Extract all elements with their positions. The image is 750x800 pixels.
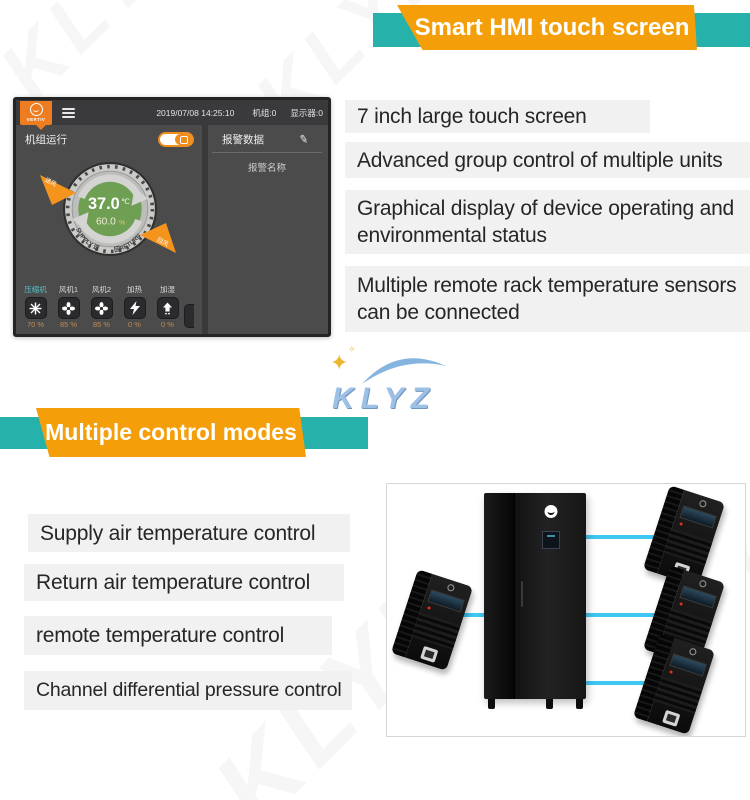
device-fan1[interactable]: 风机1 85 %	[57, 285, 80, 329]
unit-run-title: 机组运行	[25, 134, 67, 146]
gauge-humidity-value: 60.0	[96, 216, 116, 227]
alarm-panel-title: 报警数据	[222, 134, 264, 146]
gauge-temperature-value: 37.0	[88, 195, 120, 213]
hmi-unit-counter: 机组:0	[252, 107, 277, 118]
brand-logo: ✦ ✧ KLYZ	[322, 342, 482, 422]
temperature-humidity-gauge: SUPPLY 送 回RETURN 37.0 ℃ 60.0 %	[63, 162, 157, 256]
feature-graphical-display: Graphical display of device operating an…	[345, 190, 750, 254]
rack-side-panel	[484, 493, 514, 699]
device-next-partial	[184, 304, 194, 328]
mode-return-air: Return air temperature control	[24, 564, 344, 601]
sensor-cable	[583, 681, 647, 685]
rack-foot	[546, 699, 553, 709]
rack-foot	[488, 699, 495, 709]
hmi-topbar: VERTIV 2019/07/08 14:25:10 机组:0 显示器:0	[16, 100, 328, 130]
run-toggle[interactable]	[158, 132, 194, 147]
banner-smart-hmi-label: Smart HMI touch screen	[414, 13, 690, 41]
supply-air-wedge: 送风	[40, 173, 76, 205]
heater-icon[interactable]	[123, 297, 146, 319]
rack-handle	[521, 581, 523, 607]
device-heater[interactable]: 加热 0 %	[118, 285, 151, 329]
alarm-name-header: 报警名称	[247, 163, 286, 174]
brand-logo-text: KLYZ	[332, 382, 437, 415]
vertiv-bird-icon	[29, 103, 43, 116]
hmi-main-area: 机组运行 SUPPLY 送 回RETURN	[16, 125, 328, 334]
edit-pencil-icon[interactable]: ✎	[297, 133, 309, 147]
temperature-sensor	[632, 633, 716, 736]
snowflake-icon[interactable]	[24, 297, 47, 319]
temperature-sensor	[390, 569, 474, 672]
badge-notch	[36, 124, 46, 130]
hmi-datetime: 2019/07/08 14:25:10	[156, 107, 235, 118]
menu-icon[interactable]	[62, 107, 75, 118]
rj45-port	[419, 645, 438, 663]
rack-front-door	[514, 493, 586, 699]
hmi-display-counter: 显示器:0	[290, 107, 323, 118]
return-air-wedge: 回风	[140, 223, 176, 255]
rack-foot	[576, 699, 583, 709]
banner-control-modes-label: Multiple control modes	[45, 419, 297, 445]
mode-remote-temperature: remote temperature control	[24, 616, 332, 655]
swoosh-icon	[362, 358, 446, 384]
vertiv-logo: VERTIV	[20, 100, 52, 130]
fan-icon[interactable]	[57, 297, 80, 319]
sparkle-icon: ✦	[330, 350, 349, 375]
mode-supply-air: Supply air temperature control	[28, 514, 350, 552]
sparkle-icon: ✧	[348, 344, 356, 354]
humidifier-icon[interactable]	[156, 297, 179, 319]
alarm-panel: 报警数据 ✎ 报警名称	[208, 125, 326, 334]
device-fan2[interactable]: 风机2 85 %	[90, 285, 113, 329]
server-rack	[484, 493, 586, 709]
sensor-cable	[443, 613, 489, 617]
hmi-touchscreen-image: VERTIV 2019/07/08 14:25:10 机组:0 显示器:0 机组…	[13, 97, 331, 337]
rack-sensors-image	[386, 483, 746, 737]
feature-remote-sensors: Multiple remote rack temperature sensors…	[345, 266, 750, 332]
feature-touch-screen: 7 inch large touch screen	[345, 100, 650, 133]
fan-icon[interactable]	[90, 297, 113, 319]
panel-divider	[202, 125, 208, 334]
gauge-humidity-unit: %	[119, 219, 125, 226]
rack-display	[541, 531, 560, 549]
gauge-temperature-unit: ℃	[121, 197, 130, 206]
vertiv-logo-icon	[544, 505, 557, 518]
rj45-port	[661, 709, 680, 727]
device-status-row: 压缩机 70 % 风机1	[19, 285, 194, 329]
banner-smart-hmi: Smart HMI touch screen	[397, 5, 697, 50]
device-compressor[interactable]: 压缩机 70 %	[24, 285, 47, 329]
sensor-cable	[583, 535, 655, 539]
banner-control-modes: Multiple control modes	[36, 408, 306, 457]
sensor-cable	[583, 613, 655, 617]
feature-group-control: Advanced group control of multiple units	[345, 142, 750, 178]
mode-differential-pressure: Channel differential pressure control	[24, 671, 352, 710]
vertiv-logo-label: VERTIV	[26, 117, 46, 122]
device-humidifier[interactable]: 加湿 0 %	[151, 285, 184, 329]
unit-run-panel: 机组运行 SUPPLY 送 回RETURN	[16, 125, 202, 334]
